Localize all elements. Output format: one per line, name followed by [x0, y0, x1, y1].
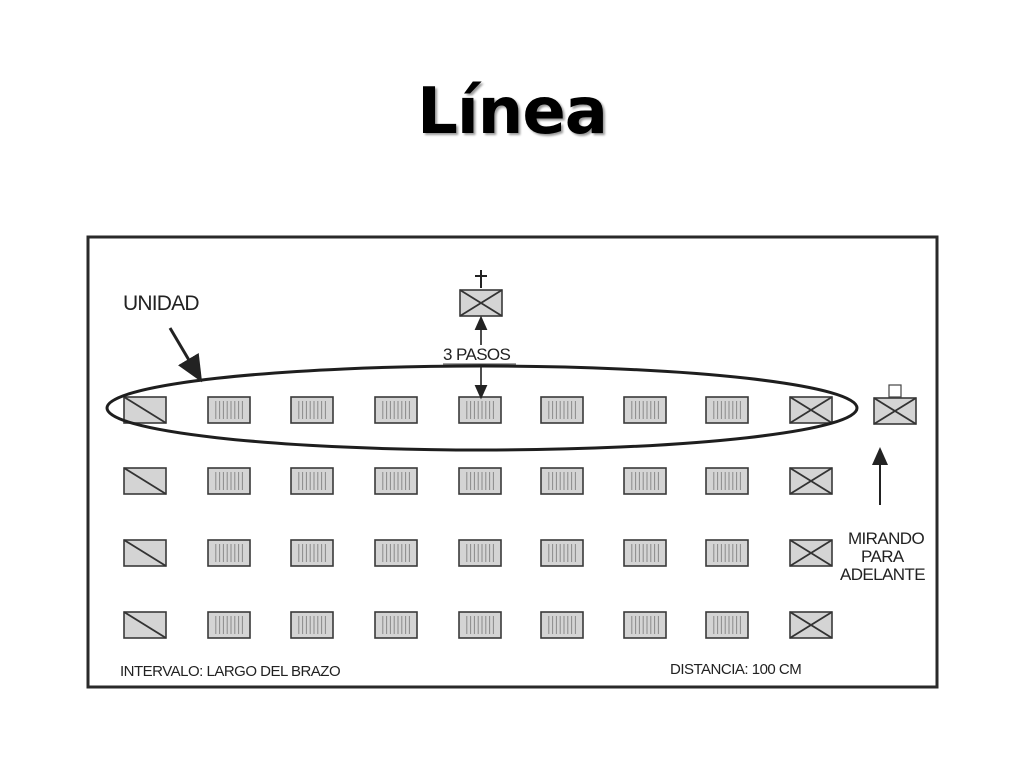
- unit-ellipse: [105, 364, 859, 452]
- mirando-line1: MIRANDO: [848, 529, 924, 548]
- rear-guard-marker: [789, 467, 833, 495]
- leader-marker: [459, 270, 503, 317]
- squad-leader-marker: [123, 539, 167, 567]
- soldier-marker: [623, 611, 667, 639]
- slide-title: Línea: [417, 75, 608, 149]
- soldier-marker: [207, 396, 251, 424]
- soldier-marker: [458, 396, 502, 424]
- soldier-marker: [374, 467, 418, 495]
- unidad-label: UNIDAD: [123, 292, 199, 315]
- soldier-marker: [540, 611, 584, 639]
- distancia-label: DISTANCIA: 100 CM: [670, 661, 801, 678]
- squad-leader-marker: [123, 396, 167, 424]
- squad-leader-marker: [123, 611, 167, 639]
- intervalo-label: INTERVALO: LARGO DEL BRAZO: [120, 663, 340, 680]
- soldier-marker: [623, 467, 667, 495]
- soldier-marker: [207, 611, 251, 639]
- rear-guard-marker: [789, 396, 833, 424]
- soldier-marker: [540, 396, 584, 424]
- soldier-marker: [623, 539, 667, 567]
- soldier-marker: [290, 396, 334, 424]
- soldier-marker: [458, 539, 502, 567]
- soldier-marker: [374, 611, 418, 639]
- soldier-marker: [705, 467, 749, 495]
- unidad-arrow: [168, 327, 203, 383]
- soldier-marker: [374, 539, 418, 567]
- guide-marker: [873, 384, 917, 425]
- soldier-marker: [623, 396, 667, 424]
- soldier-marker: [207, 539, 251, 567]
- rear-guard-marker: [789, 611, 833, 639]
- soldier-marker: [705, 611, 749, 639]
- soldier-marker: [290, 611, 334, 639]
- soldier-marker: [705, 396, 749, 424]
- soldier-marker: [290, 539, 334, 567]
- soldier-marker: [705, 539, 749, 567]
- rear-guard-marker: [789, 539, 833, 567]
- mirando-line3: ADELANTE: [840, 565, 925, 584]
- soldier-marker: [458, 611, 502, 639]
- soldier-marker: [290, 467, 334, 495]
- pasos-label: 3 PASOS: [443, 345, 511, 364]
- mirando-line2: PARA: [861, 547, 905, 566]
- soldier-marker: [374, 396, 418, 424]
- squad-leader-marker: [123, 467, 167, 495]
- soldier-marker: [540, 467, 584, 495]
- soldier-marker: [540, 539, 584, 567]
- soldier-marker: [207, 467, 251, 495]
- soldier-marker: [458, 467, 502, 495]
- soldier-grid: [123, 396, 833, 639]
